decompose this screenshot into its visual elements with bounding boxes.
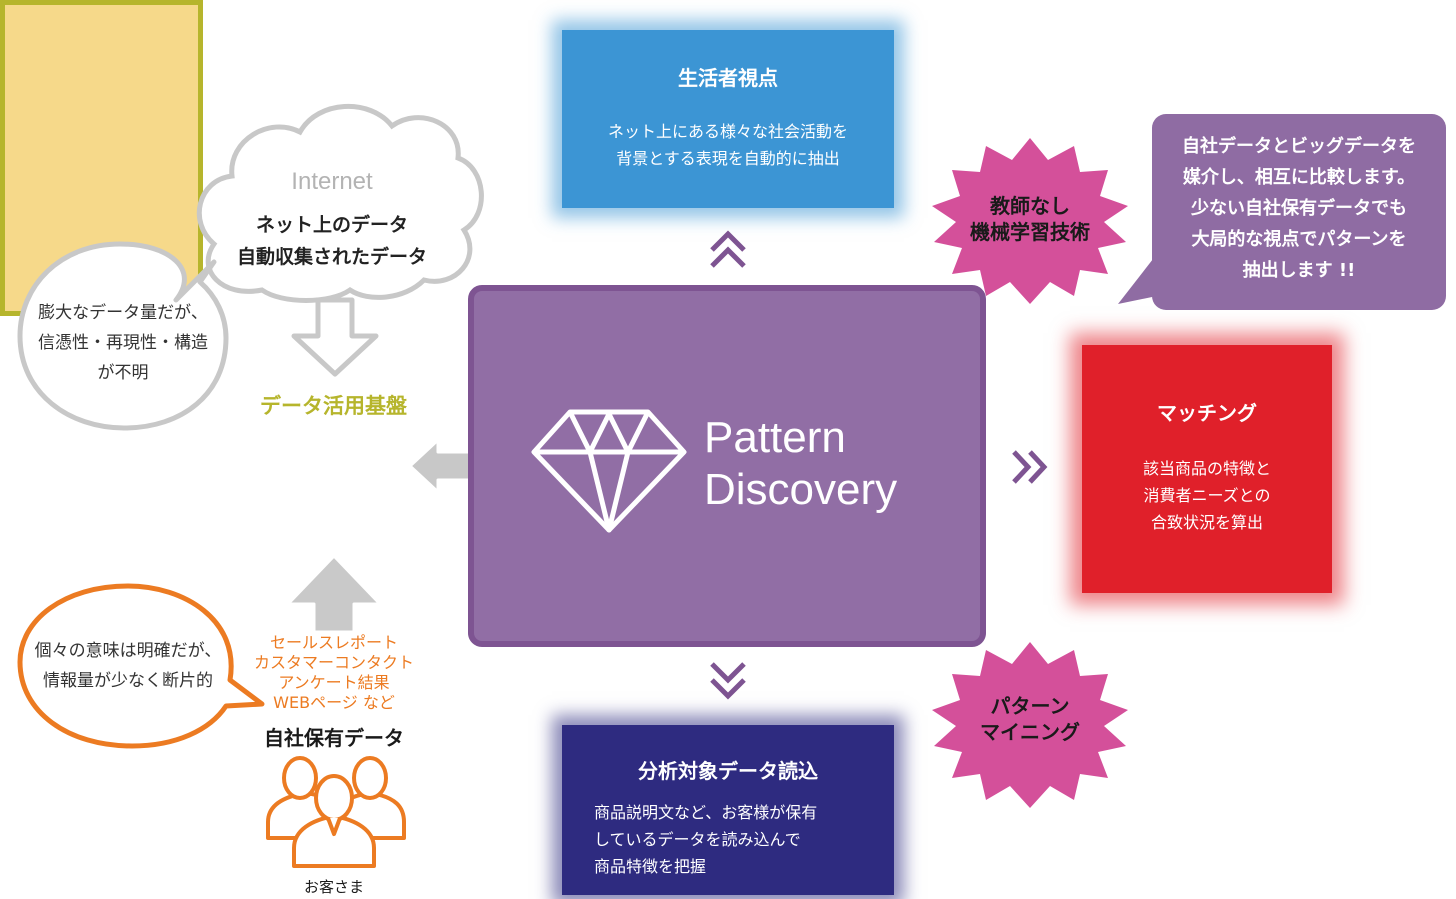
- info-bubble-line-2: 媒介し、相互に比較します。: [1182, 167, 1416, 188]
- bunseki-box: 分析対象データ読込 商品説明文など、お客様が保有 しているデータを読み込んで 商…: [562, 725, 894, 895]
- starburst-bottom-line-1: パターン: [990, 694, 1070, 718]
- own-data-title: 自社保有データ: [264, 726, 404, 750]
- pattern-discovery-panel: [468, 285, 986, 647]
- own-data-item-3: アンケート結果: [278, 673, 390, 692]
- own-data-item-2: カスタマーコンタクト: [253, 653, 414, 672]
- info-bubble-line-5: 抽出します !!: [1242, 260, 1356, 281]
- gray-bubble-line-3: が不明: [97, 363, 149, 383]
- matching-line-3: 合致状況を算出: [1150, 513, 1263, 532]
- gray-bubble-line-1: 膨大なデータ量だが、: [38, 303, 208, 323]
- seikatsusha-line-2: 背景とする表現を自動的に抽出: [616, 149, 840, 168]
- starburst-bottom-line-2: マイニング: [980, 720, 1080, 744]
- seikatsusha-line-1: ネット上にある様々な社会活動を: [607, 122, 848, 141]
- seikatsusha-box: 生活者視点 ネット上にある様々な社会活動を 背景とする表現を自動的に抽出: [562, 30, 894, 208]
- info-bubble-line-3: 少ない自社保有データでも: [1191, 198, 1407, 219]
- internet-title: Internet: [291, 168, 373, 195]
- bunseki-line-2: しているデータを読み込んで: [594, 830, 801, 849]
- seikatsusha-title: 生活者視点: [678, 66, 778, 90]
- matching-box: マッチング 該当商品の特徴と 消費者ニーズとの 合致状況を算出: [1082, 345, 1332, 593]
- bunseki-line-3: 商品特徴を把握: [594, 857, 707, 876]
- orange-bubble-line-1: 個々の意味は明確だが、: [34, 641, 222, 661]
- customer-label: お客さま: [303, 878, 364, 896]
- orange-bubble-line-2: 情報量が少なく断片的: [43, 671, 213, 691]
- pattern-discovery-title-2: Discovery: [704, 465, 898, 514]
- pattern-discovery-title-1: Pattern: [704, 413, 846, 462]
- info-bubble-line-1: 自社データとビッグデータを: [1182, 136, 1416, 157]
- bunseki-line-1: 商品説明文など、お客様が保有: [594, 803, 818, 822]
- gray-bubble-line-2: 信憑性・再現性・構造: [38, 333, 208, 353]
- starburst-top-line-2: 機械学習技術: [970, 220, 1090, 244]
- internet-line-2: 自動収集されたデータ: [236, 246, 427, 268]
- starburst-top-line-1: 教師なし: [990, 194, 1070, 218]
- matching-line-1: 該当商品の特徴と: [1142, 459, 1271, 478]
- matching-line-2: 消費者ニーズとの: [1143, 486, 1271, 505]
- own-data-item-4: WEBページ など: [273, 693, 395, 712]
- info-bubble: 自社データとビッグデータを 媒介し、相互に比較します。 少ない自社保有データでも…: [1152, 114, 1446, 310]
- info-bubble-line-4: 大局的な視点でパターンを: [1191, 229, 1407, 250]
- internet-line-1: ネット上のデータ: [255, 214, 408, 236]
- own-data-item-1: セールスレポート: [269, 633, 398, 652]
- bunseki-title: 分析対象データ読込: [638, 759, 818, 783]
- matching-title: マッチング: [1157, 401, 1257, 425]
- data-platform-label: データ活用基盤: [260, 394, 407, 418]
